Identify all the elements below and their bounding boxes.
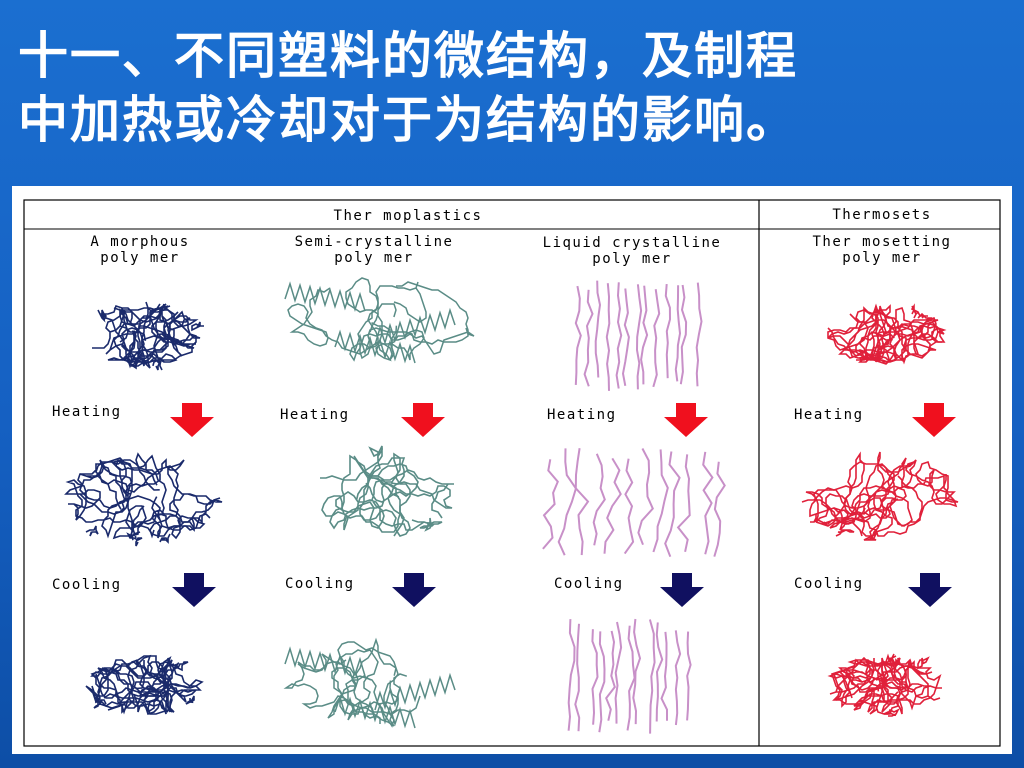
title-line-1: 十一、不同塑料的微结构，及制程	[18, 27, 798, 85]
heating-label-semicrystalline: Heating	[280, 407, 350, 423]
heating-arrow	[170, 403, 214, 437]
column-sublabel-amorphous: poly mer	[100, 250, 179, 266]
group-label-thermoplastics: Ther moplastics	[334, 208, 483, 224]
slide-title: 十一、不同塑料的微结构，及制程 中加热或冷却对于为结构的影响。	[18, 24, 1008, 152]
cooling-label-liquid-crystalline: Cooling	[554, 576, 624, 592]
amorphous-structure-initial	[92, 301, 204, 371]
liquid-crystalline-structure-heated	[542, 448, 726, 558]
cooling-label-semicrystalline: Cooling	[285, 576, 355, 592]
amorphous-structure-heated	[64, 452, 223, 547]
heating-label-thermosetting: Heating	[794, 407, 864, 423]
semicrystalline-structure-cooled	[283, 637, 456, 729]
cooling-label-amorphous: Cooling	[52, 577, 122, 593]
semicrystalline-structure-heated	[320, 445, 454, 537]
column-label-thermosetting: Ther mosetting	[812, 234, 951, 250]
cooling-label-thermosetting: Cooling	[794, 576, 864, 592]
cooling-arrow	[908, 573, 952, 607]
heating-arrow	[401, 403, 445, 437]
thermosetting-structure-heated	[801, 451, 959, 541]
heating-label-liquid-crystalline: Heating	[547, 407, 617, 423]
thermosetting-structure-initial	[827, 303, 947, 365]
polymer-structure-diagram: Ther moplastics Thermosets A morphous po…	[12, 186, 1012, 754]
table-border	[23, 199, 1001, 747]
column-label-semicrystalline: Semi-crystalline	[295, 234, 454, 250]
title-line-2: 中加热或冷却对于为结构的影响。	[18, 91, 798, 149]
heating-label-amorphous: Heating	[52, 404, 122, 420]
thermosetting-structure-cooled	[827, 653, 942, 717]
diagram-canvas: Ther moplastics Thermosets A morphous po…	[23, 199, 1001, 747]
cooling-arrow	[172, 573, 216, 607]
semicrystalline-structure-initial	[284, 277, 475, 364]
cooling-arrow	[660, 573, 704, 607]
column-label-amorphous: A morphous	[90, 234, 189, 250]
cooling-arrow	[392, 573, 436, 607]
heating-arrow	[912, 403, 956, 437]
column-label-liquid-crystalline: Liquid crystalline	[543, 235, 722, 251]
heating-arrow	[664, 403, 708, 437]
amorphous-structure-cooled	[85, 654, 204, 716]
column-sublabel-semicrystalline: poly mer	[334, 250, 413, 266]
column-sublabel-thermosetting: poly mer	[842, 250, 921, 266]
liquid-crystalline-structure-cooled	[567, 618, 692, 734]
group-label-thermosets: Thermosets	[832, 207, 931, 223]
column-sublabel-liquid-crystalline: poly mer	[592, 251, 671, 267]
liquid-crystalline-structure-initial	[574, 280, 703, 391]
